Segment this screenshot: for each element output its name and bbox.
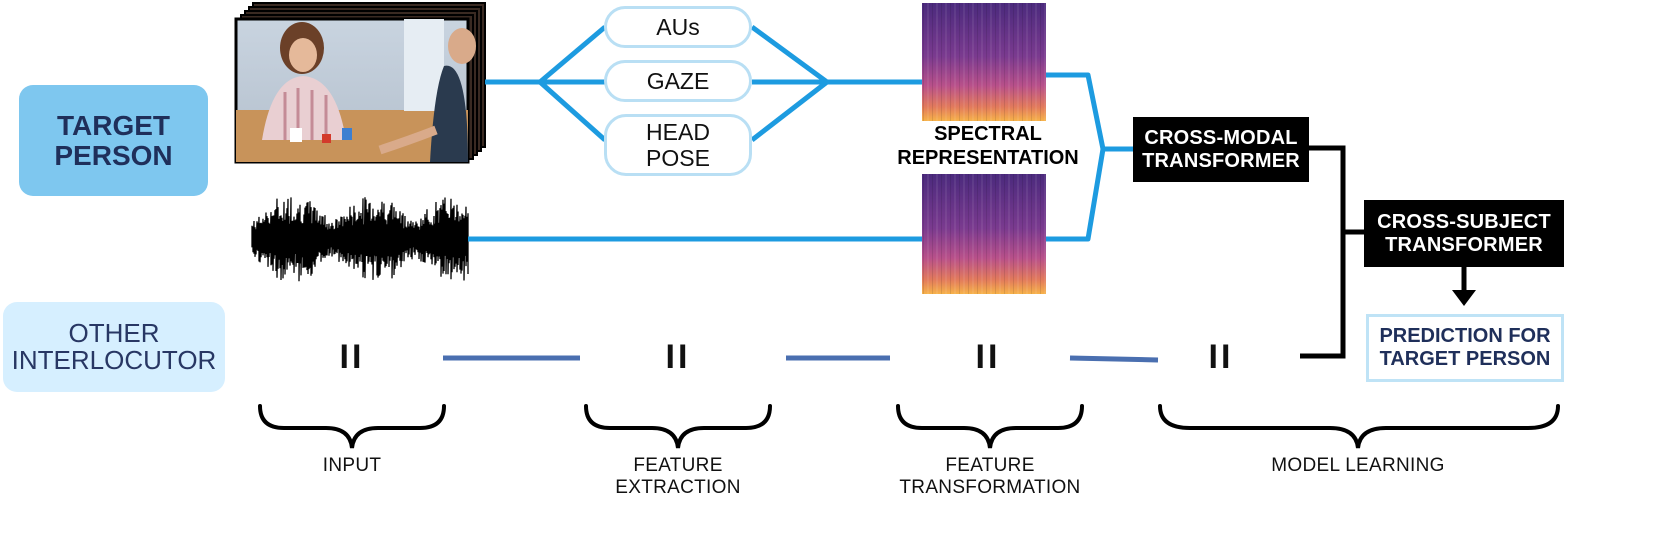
prediction-box: PREDICTION FOR TARGET PERSON bbox=[1366, 314, 1564, 382]
stage-feature-extraction-label: FEATURE EXTRACTION bbox=[588, 455, 768, 499]
head-pose-line2: POSE bbox=[646, 145, 710, 171]
aus-feature-label: AUs bbox=[656, 13, 700, 40]
brace-feature-extraction bbox=[584, 404, 772, 449]
cross-modal-line1: CROSS-MODAL bbox=[1144, 126, 1298, 149]
cross-modal-transformer-box: CROSS-MODAL TRANSFORMER bbox=[1133, 117, 1309, 182]
spectrogram-icon bbox=[922, 3, 1046, 294]
model-connectors bbox=[1300, 145, 1467, 359]
stage-model-learning-label: MODEL LEARNING bbox=[1238, 455, 1478, 477]
other-interlocutor-line2: INTERLOCUTOR bbox=[11, 345, 217, 375]
cross-modal-line2: TRANSFORMER bbox=[1142, 149, 1300, 172]
brace-feature-transformation bbox=[896, 404, 1084, 449]
stage-feature-transformation-line1: FEATURE bbox=[945, 455, 1035, 476]
brace-input bbox=[258, 404, 446, 449]
stage-input-label: INPUT bbox=[272, 455, 432, 477]
other-interlocutor-line1: OTHER bbox=[68, 317, 160, 348]
target-person-line1: TARGET bbox=[56, 110, 171, 142]
target-person-label: TARGET PERSON bbox=[19, 85, 208, 196]
prediction-line2: TARGET PERSON bbox=[1379, 348, 1551, 370]
prediction-line1: PREDICTION FOR bbox=[1379, 325, 1551, 347]
spectral-line2: REPRESENTATION bbox=[897, 147, 1079, 169]
cross-subject-line1: CROSS-SUBJECT bbox=[1377, 210, 1551, 233]
other-interlocutor-label: OTHER INTERLOCUTOR bbox=[3, 302, 225, 392]
stage-feature-extraction-line1: FEATURE bbox=[633, 455, 723, 476]
audio-waveform-icon bbox=[251, 197, 469, 282]
other-connectors bbox=[443, 355, 1159, 363]
arrow-down-icon bbox=[1452, 290, 1476, 306]
stage-feature-transformation-line2: TRANSFORMATION bbox=[899, 476, 1081, 498]
stage-braces bbox=[258, 404, 1560, 449]
stage-feature-transformation-label: FEATURE TRANSFORMATION bbox=[880, 455, 1100, 499]
same-as-model-learning-marker: II bbox=[1208, 338, 1234, 376]
spectral-line1: SPECTRAL bbox=[934, 123, 1042, 145]
brace-model-learning bbox=[1158, 404, 1560, 449]
gaze-feature-label: GAZE bbox=[646, 67, 710, 94]
head-pose-line1: HEAD bbox=[646, 118, 710, 145]
spectral-representation-label: SPECTRAL REPRESENTATION bbox=[880, 122, 1096, 170]
stage-input-text: INPUT bbox=[322, 455, 382, 476]
target-connectors bbox=[468, 24, 1133, 242]
cross-subject-transformer-box: CROSS-SUBJECT TRANSFORMER bbox=[1364, 200, 1564, 267]
head-pose-feature-pill: HEAD POSE bbox=[604, 114, 752, 176]
same-as-feature-extraction-marker: II bbox=[665, 338, 691, 376]
video-frames-icon bbox=[234, 2, 486, 164]
target-person-line2: PERSON bbox=[54, 139, 173, 171]
aus-feature-pill: AUs bbox=[604, 6, 752, 48]
cross-subject-line2: TRANSFORMER bbox=[1385, 233, 1543, 256]
stage-model-learning-text: MODEL LEARNING bbox=[1271, 455, 1445, 476]
same-as-feature-transformation-marker: II bbox=[975, 338, 1001, 376]
same-as-input-marker: II bbox=[339, 338, 365, 376]
stage-feature-extraction-line2: EXTRACTION bbox=[615, 476, 741, 498]
gaze-feature-pill: GAZE bbox=[604, 60, 752, 102]
